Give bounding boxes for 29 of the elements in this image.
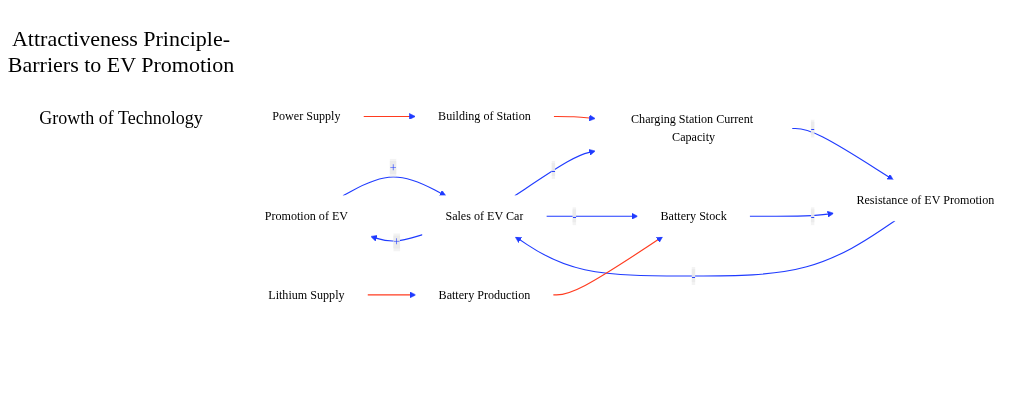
arrow: [545, 213, 639, 220]
arrow: [791, 128, 894, 181]
node-text: Sales of EV Car: [445, 209, 524, 223]
loop-label: Growth of Technology: [38, 108, 204, 129]
arrow: [362, 113, 416, 121]
node-text: Power Supply: [272, 109, 341, 123]
edge-label: -: [810, 122, 815, 135]
edge-label: +: [393, 235, 401, 249]
node-text: Charging Station Current Capacity: [631, 113, 754, 145]
edge-label: -: [572, 209, 577, 223]
arrow: [514, 220, 896, 277]
node-text: Lithium Supply: [268, 288, 345, 302]
node-text: Resistance of EV Promotion: [856, 193, 995, 207]
arrow: [342, 176, 447, 197]
arrow: [748, 211, 834, 218]
diagram-title: Attractiveness Principle- Barriers to EV Promotion: [6, 26, 236, 78]
arrow: [370, 234, 424, 242]
node-text: Battery Production: [438, 288, 531, 302]
node-text: Building of Station: [438, 109, 531, 123]
arrow: [552, 115, 596, 122]
node-text: Promotion of EV: [264, 209, 349, 223]
edge-label: -: [551, 163, 556, 177]
arrow: [552, 236, 663, 296]
edge-label: -: [691, 269, 696, 283]
node-text: Battery Stock: [660, 209, 727, 223]
arrow: [514, 149, 596, 197]
arrow: [366, 291, 417, 299]
edge-label: +: [389, 161, 397, 175]
edge-label: -: [810, 209, 815, 223]
